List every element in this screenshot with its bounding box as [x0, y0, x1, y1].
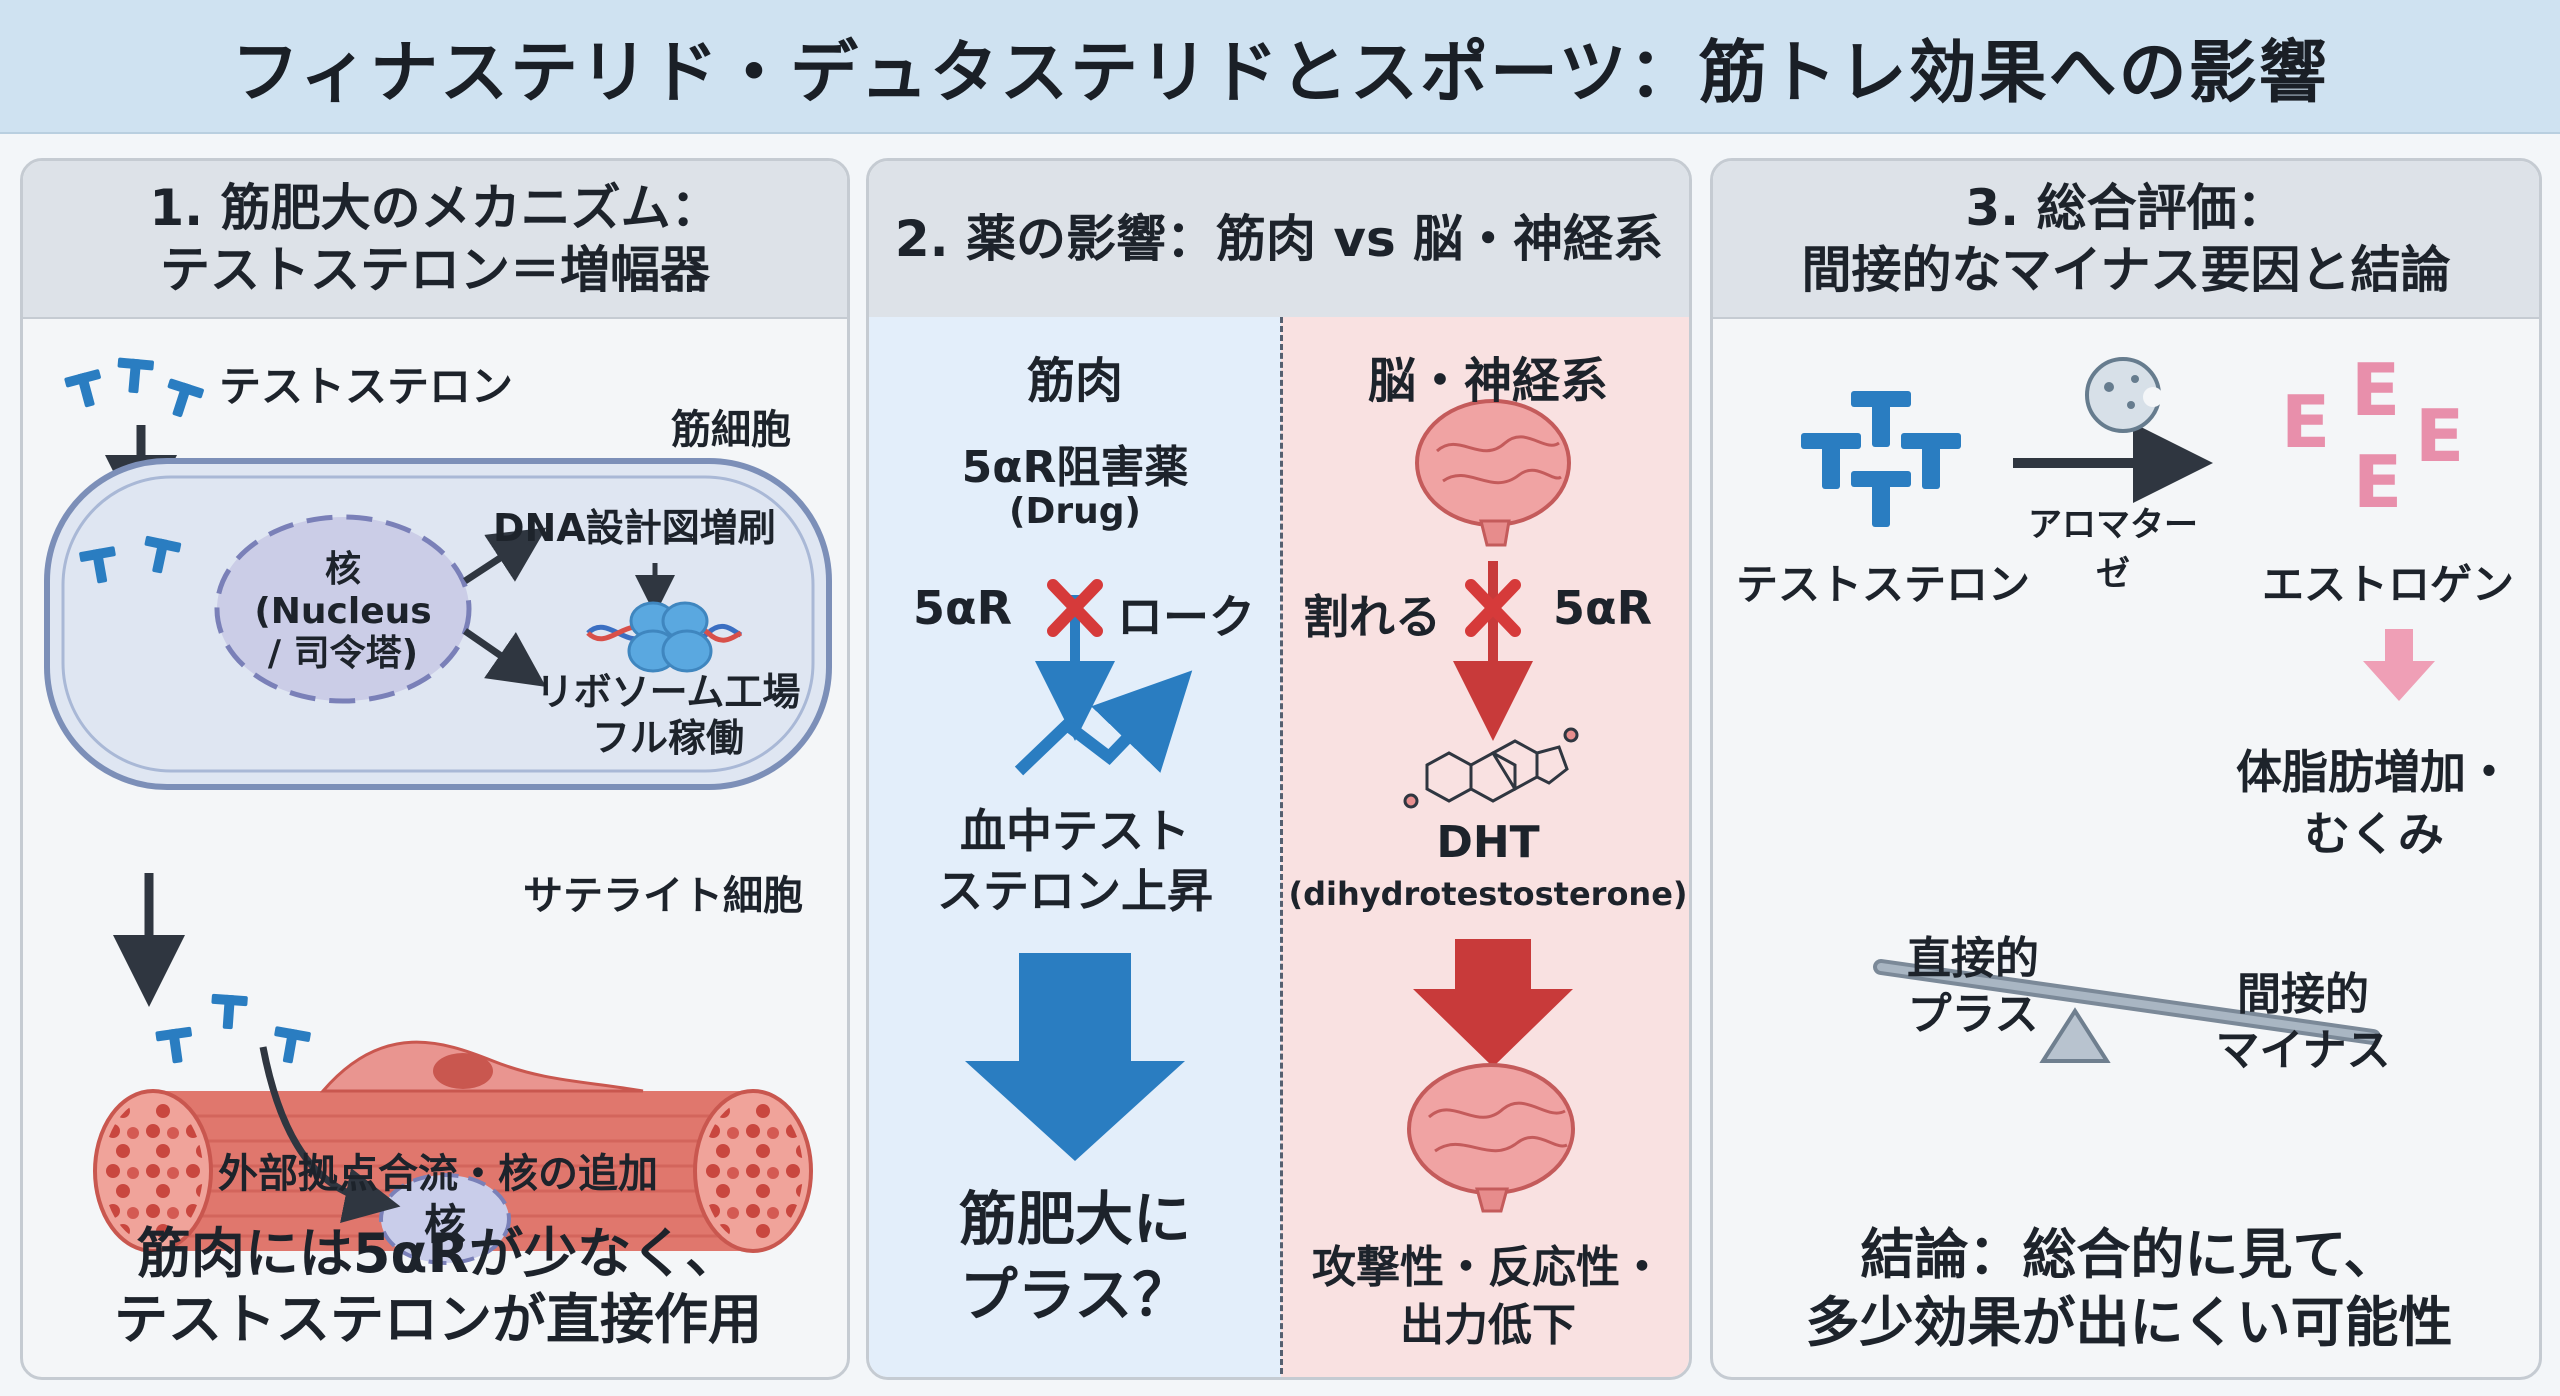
brain-big-arrow	[1413, 939, 1573, 1067]
mechanism-diagram	[44, 357, 832, 1265]
dht-label: DHT	[1436, 817, 1540, 868]
panel-2-heading: 2. 薬の影響：筋肉 vs 脳・神経系	[894, 210, 1664, 268]
estrogen-arrow	[2363, 629, 2435, 701]
testosterone-molecules-cell	[79, 535, 182, 584]
svg-text:E: E	[2281, 380, 2330, 464]
estrogen-effect-label: 体脂肪増加・ むくみ	[2236, 745, 2512, 861]
trend-arrow-icon	[1014, 670, 1193, 776]
testosterone-label: テストステロン	[219, 362, 514, 411]
block-label: ローク	[1117, 590, 1255, 644]
overall-diagram: E E E E	[1801, 348, 2464, 1063]
brain-enzyme-label: 5αR	[1553, 581, 1653, 635]
title-bar: フィナステリド・デュタステリドとスポーツ：筋トレ効果への影響	[0, 0, 2560, 134]
muscle-fiber	[93, 1040, 813, 1265]
muscle-enzyme-label: 5αR	[913, 581, 1013, 635]
arrow-to-ribosome	[463, 628, 547, 687]
panel-1-heading: 1. 筋肥大のメカニズム： テストステロン＝増幅器	[149, 179, 721, 299]
brain-header: 脳・神経系	[1367, 353, 1608, 409]
indirect-minus-label: 間接的 マイナス	[2215, 969, 2391, 1076]
brain-icon-top	[1415, 399, 1571, 547]
estrogen-label: エストロゲン	[2261, 560, 2514, 609]
drug-diagram	[965, 399, 1579, 1213]
dna-label: DNA設計図増刷	[493, 506, 776, 550]
molecule-icon	[1403, 727, 1579, 809]
satellite-label: サテライト細胞	[523, 873, 803, 919]
column-divider	[1280, 317, 1283, 1377]
testosterone-molecules-fiber	[155, 993, 311, 1064]
testosterone-rise-label: 血中テスト ステロン上昇	[937, 804, 1213, 918]
nucleus	[214, 514, 472, 704]
testosterone-label-3: テストステロン	[1735, 560, 2030, 609]
aromatase-label: アロマターゼ	[2028, 505, 2198, 594]
svg-text:E: E	[2415, 394, 2464, 478]
panel-3-heading: 3. 総合評価： 間接的なマイナス要因と結論	[1801, 179, 2451, 299]
muscle-result-label: 筋肥大に プラス？	[958, 1185, 1191, 1329]
panel-1-header: 1. 筋肥大のメカニズム： テストステロン＝増幅器	[23, 161, 847, 319]
seesaw-icon	[1873, 959, 2381, 1063]
muscle-column	[869, 317, 1281, 1377]
ribosome-label: リボソーム工場 フル稼働	[535, 670, 801, 760]
arrow-into-fiber	[259, 1046, 401, 1223]
merge-label: 外部拠点合流・核の追加	[218, 1151, 658, 1197]
panel-3-conclusion: 結論：総合的に見て、 多少効果が出にくい可能性	[1805, 1223, 2453, 1354]
svg-text:E: E	[2353, 440, 2402, 524]
arrow-to-dna	[463, 527, 547, 584]
brain-icon-bottom	[1407, 1063, 1575, 1213]
muscle-cell-label: 筋細胞	[671, 407, 791, 453]
panel-drug-effects: 2. 薬の影響：筋肉 vs 脳・神経系	[866, 158, 1692, 1380]
nucleus-label: 核 (Nucleus / 司令塔)	[254, 549, 432, 674]
muscle-cell-inner	[61, 475, 815, 773]
bacteria-icon	[2085, 357, 2163, 433]
estrogen-group: E E E E	[2281, 348, 2464, 524]
panel-1-conclusion: 筋肉には5αRが少なく、 テストステロンが直接作用	[114, 1222, 762, 1351]
testosterone-molecules-top	[64, 357, 204, 418]
dht-full-label: (dihydrotestosterone)	[1288, 875, 1688, 913]
testosterone-group	[1801, 391, 1961, 527]
x-mark-icon	[1047, 579, 1103, 637]
drug-en-label: (Drug)	[1009, 491, 1141, 532]
direct-plus-label: 直接的 プラス	[1907, 933, 2039, 1040]
page-title: フィナステリド・デュタステリドとスポーツ：筋トレ効果への影響	[231, 33, 2329, 113]
panel-2-header: 2. 薬の影響：筋肉 vs 脳・神経系	[869, 161, 1689, 319]
ribosome-icon	[627, 601, 713, 673]
brain-result-label: 攻撃性・反応性・ 出力低下	[1312, 1242, 1664, 1351]
x-mark-icon-brain	[1465, 579, 1521, 637]
muscle-header: 筋肉	[1026, 353, 1123, 409]
fiber-nucleus-label: 核	[423, 1200, 466, 1249]
svg-text:E: E	[2351, 348, 2400, 432]
panel-mechanism: 1. 筋肥大のメカニズム： テストステロン＝増幅器	[20, 158, 850, 1380]
panel-3-header: 3. 総合評価： 間接的なマイナス要因と結論	[1713, 161, 2539, 319]
panel-overall: 3. 総合評価： 間接的なマイナス要因と結論 E E E E	[1710, 158, 2542, 1380]
muscle-big-arrow	[965, 953, 1185, 1161]
split-label: 割れる	[1303, 590, 1441, 644]
drug-label: 5αR阻害薬	[961, 442, 1189, 493]
